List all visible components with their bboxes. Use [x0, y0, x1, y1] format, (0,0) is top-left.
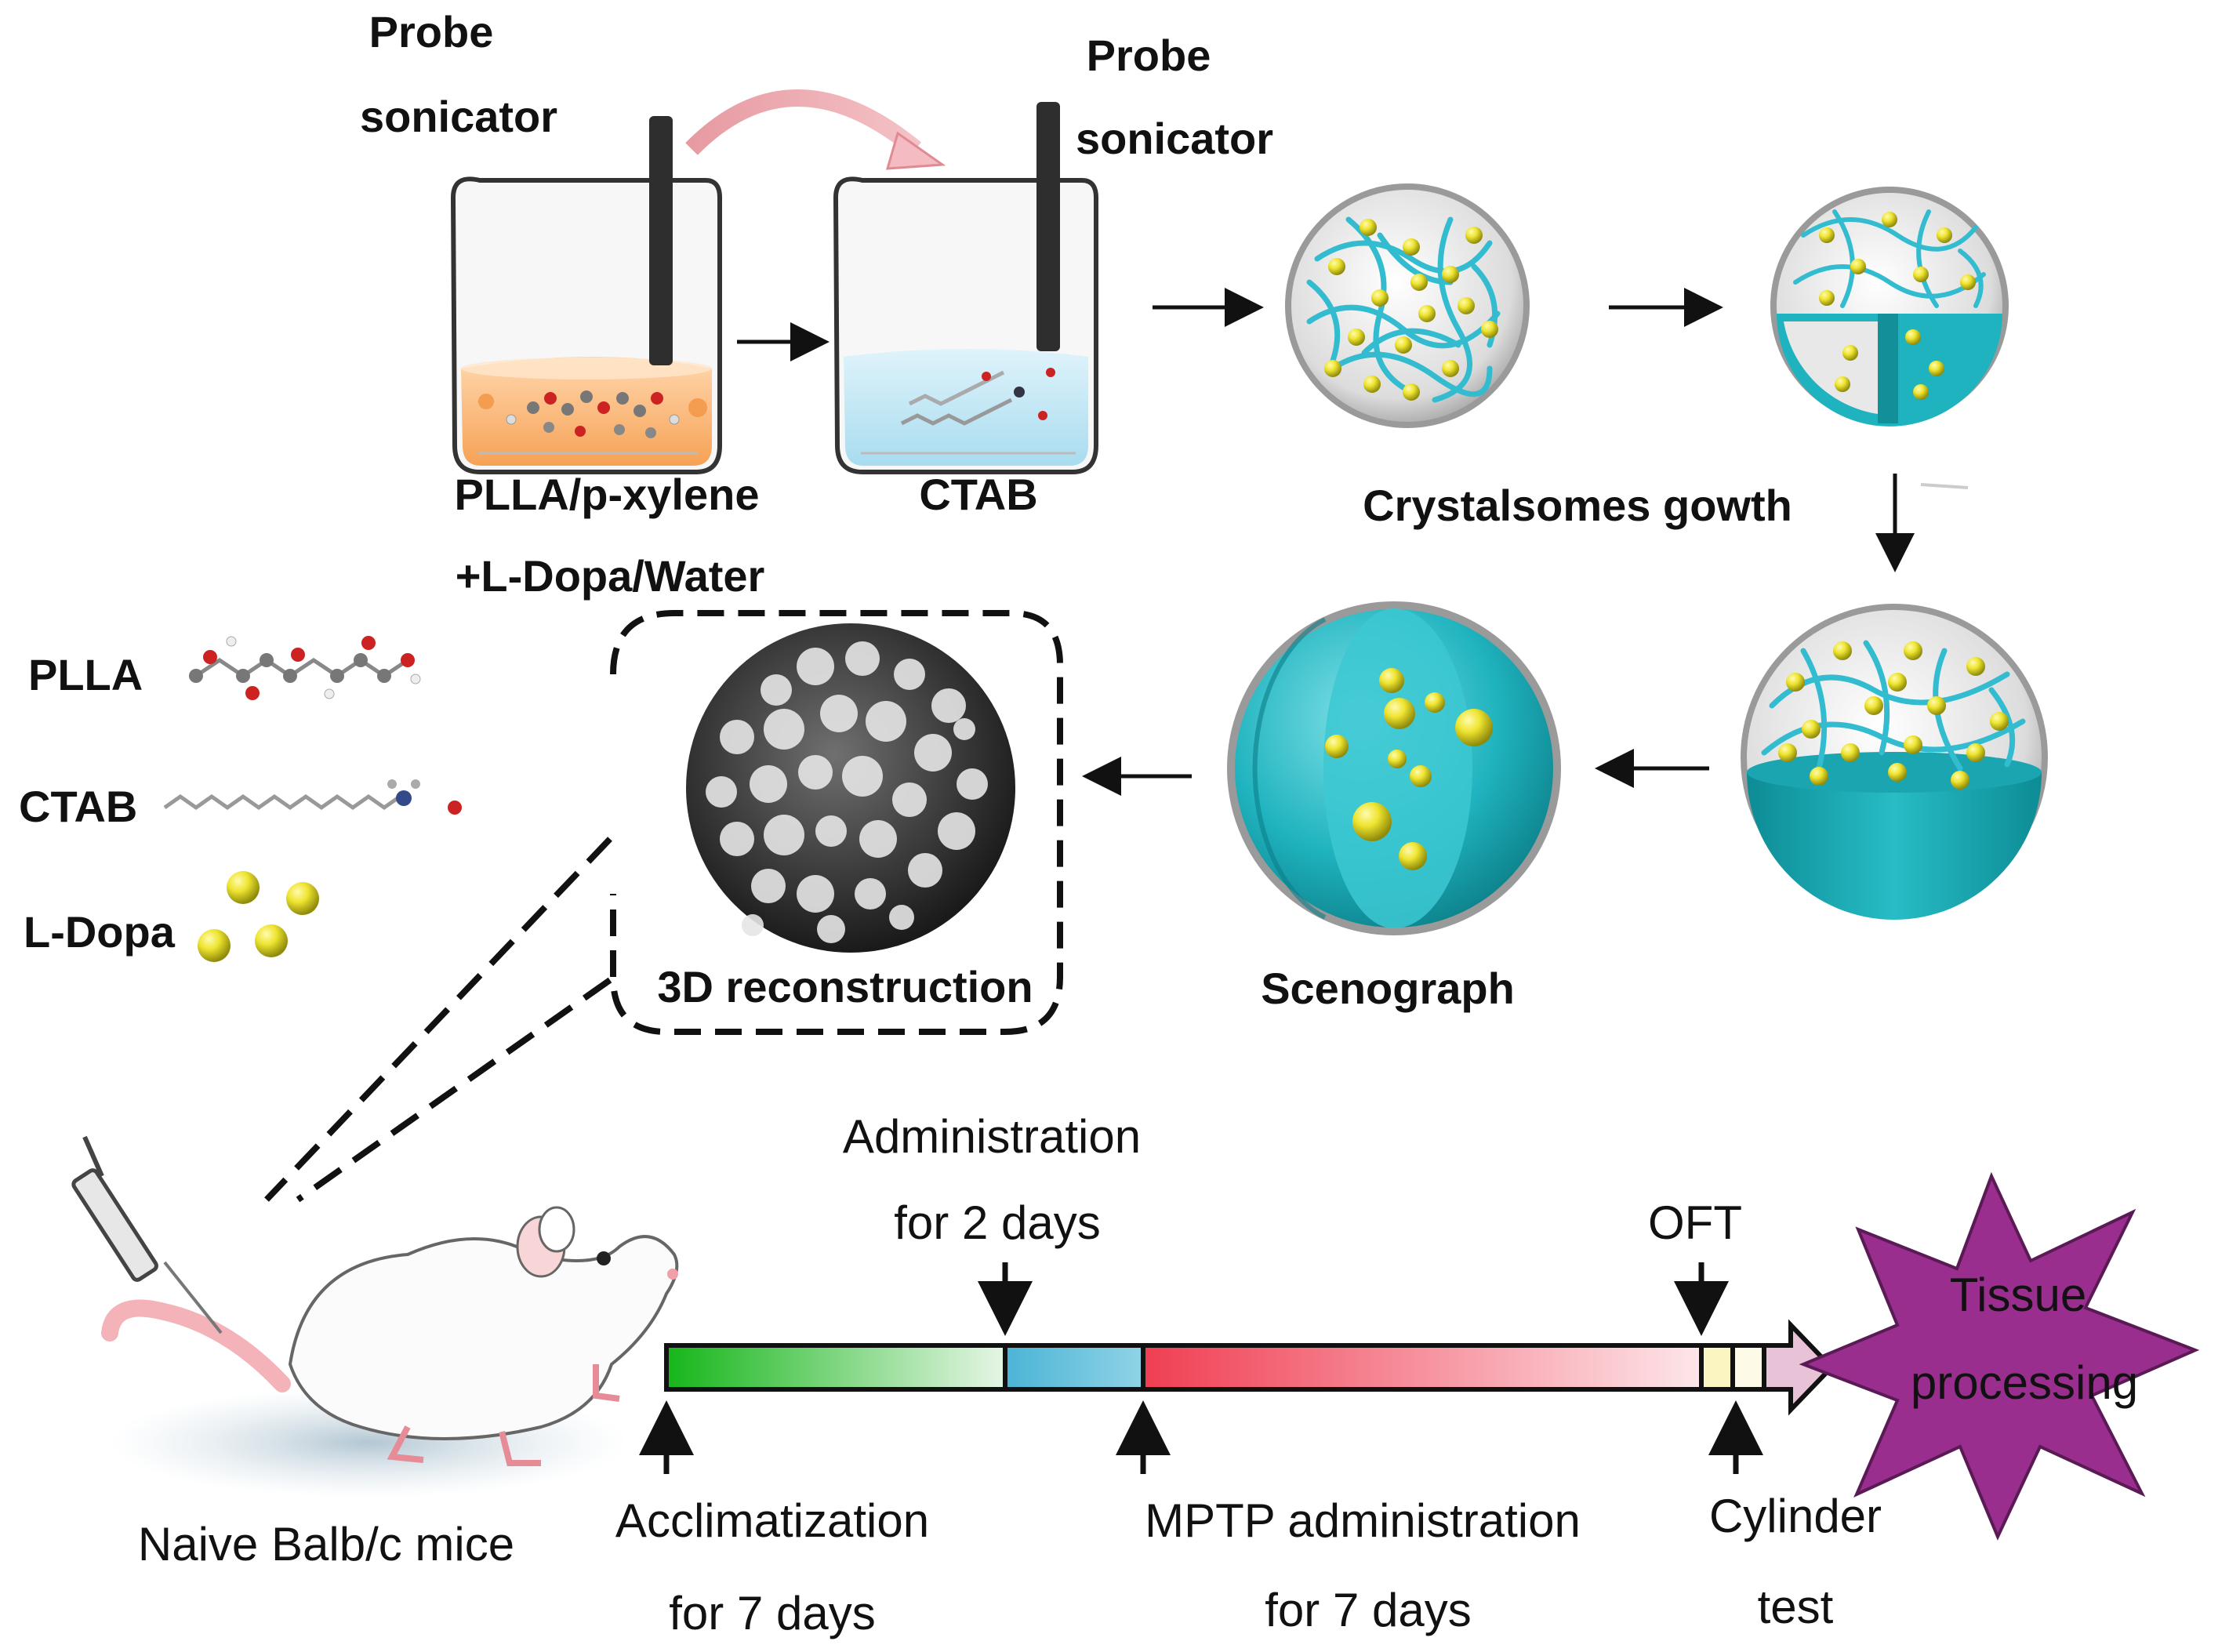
- reconstruction-label: 3D reconstruction: [657, 962, 1033, 1011]
- timeline-markers: [639, 1262, 1763, 1474]
- phase-oft: [1699, 1343, 1735, 1392]
- labels: Probe sonicator Probe sonicator PLLA/p-x…: [19, 7, 2138, 1639]
- scenograph-sphere: [1227, 601, 1561, 935]
- timeline-bar: [664, 1319, 1835, 1416]
- phase-administration: [1003, 1343, 1145, 1392]
- administration-label-a: Administration: [843, 1110, 1141, 1163]
- sphere-cutaway-stage-2: [1770, 187, 2009, 427]
- tissue-processing-star: [1799, 1171, 2200, 1541]
- cylinder-label-b: test: [1758, 1581, 1834, 1633]
- probe-label-1a: Probe: [369, 7, 494, 56]
- beaker2-label: CTAB: [919, 470, 1037, 519]
- beaker1-label-a: PLLA/p-xylene: [455, 470, 760, 519]
- phase-cylinder: [1730, 1343, 1766, 1392]
- mptp-label-b: for 7 days: [1265, 1584, 1471, 1636]
- sphere-fibers-stage-1: [1285, 183, 1530, 428]
- tissue-label-b: processing: [1911, 1356, 2138, 1409]
- syringe-icon: [71, 1135, 223, 1334]
- probe-label-2b: sonicator: [1076, 114, 1273, 163]
- acclimatization-label-a: Acclimatization: [615, 1494, 929, 1547]
- plla-molecules-in-solution: [478, 390, 707, 438]
- phase-acclimatization: [664, 1343, 1007, 1392]
- mptp-label-a: MPTP administration: [1145, 1494, 1581, 1547]
- legend-label-l-dopa: L-Dopa: [24, 907, 176, 957]
- legend-label-ctab: CTAB: [19, 782, 137, 831]
- l-dopa-spheres-icon: [198, 871, 319, 962]
- probe-sonicator-rod-2: [1036, 102, 1060, 351]
- cylinder-label-a: Cylinder: [1709, 1490, 1882, 1542]
- acclimatization-label-b: for 7 days: [669, 1587, 875, 1639]
- timeline-arrowhead: [1762, 1319, 1835, 1416]
- reconstruction-texture: [706, 641, 988, 943]
- plla-molecule-icon: [189, 636, 421, 700]
- probe-label-1b: sonicator: [360, 92, 557, 141]
- legend-label-plla: PLLA: [28, 650, 143, 699]
- ctab-molecule-icon: [163, 779, 462, 815]
- zoom-dashed-line-2: [296, 977, 612, 1203]
- beaker-plla-pxylene: [450, 116, 722, 474]
- probe-label-2a: Probe: [1087, 31, 1211, 80]
- mouse-illustration: [101, 1206, 679, 1498]
- phase-mptp: [1141, 1343, 1704, 1392]
- beaker1-label-b: +L-Dopa/Water: [456, 551, 765, 601]
- probe-sonicator-rod-1: [649, 116, 673, 365]
- transfer-arrow: [685, 89, 921, 156]
- beaker-ctab: [833, 102, 1098, 474]
- oft-label: OFT: [1648, 1196, 1742, 1249]
- legend: [163, 636, 462, 962]
- scenograph-label: Scenograph: [1261, 964, 1515, 1013]
- administration-label-b: for 2 days: [894, 1196, 1100, 1249]
- mouse-label: Naive Balb/c mice: [138, 1518, 514, 1570]
- zoom-dashed-line-1: [264, 837, 612, 1202]
- sphere-half-shell-stage-3: [1741, 604, 2048, 920]
- growth-label: Crystalsomes gowth: [1363, 481, 1792, 530]
- reconstruction-panel: [610, 610, 1063, 1035]
- ctab-molecules-in-solution: [900, 368, 1055, 426]
- tissue-label-a: Tissue: [1950, 1269, 2087, 1321]
